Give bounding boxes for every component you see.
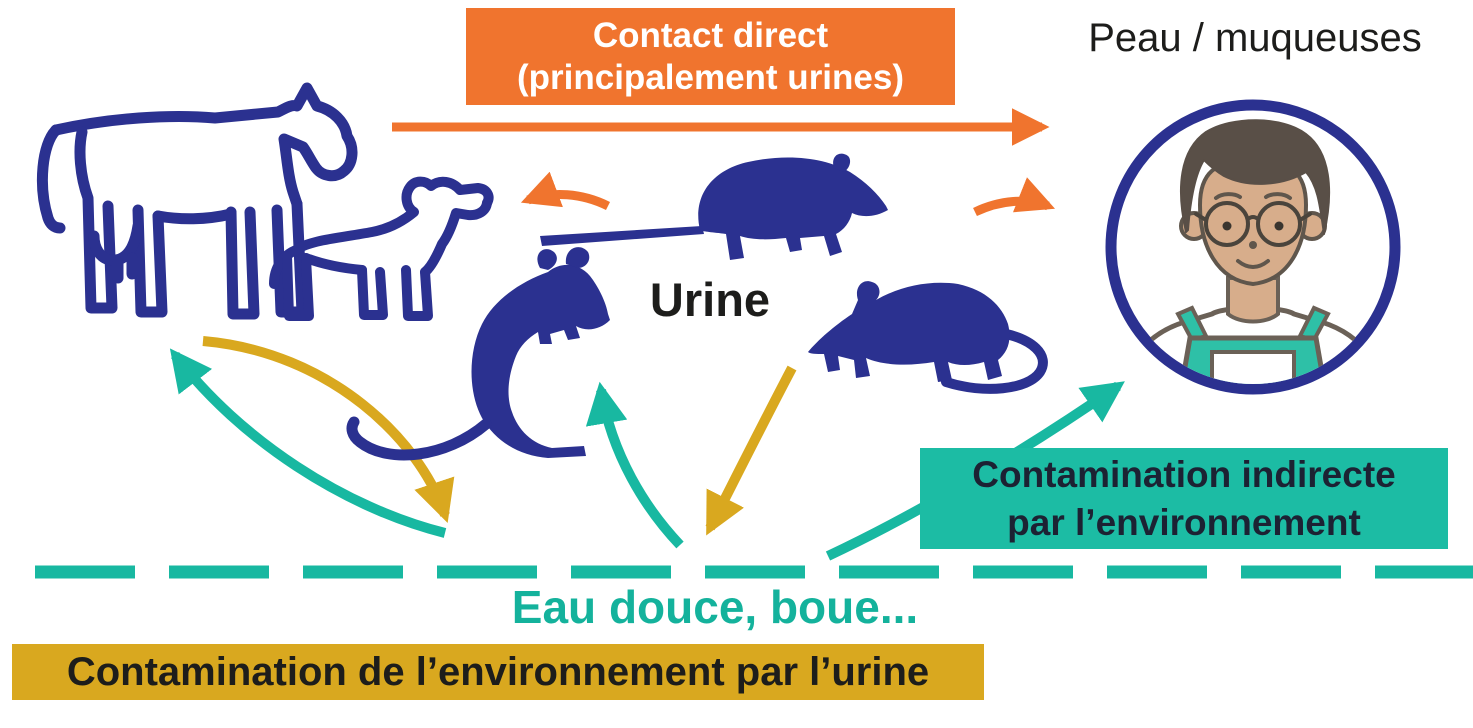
rat-crawling-icon [808,281,1048,394]
direct-contact-banner: Contact direct (principalement urines) [466,8,955,105]
rat-running-icon [540,153,888,260]
dog-icon [269,176,494,321]
rat-sitting-icon [346,247,610,461]
smile [1236,259,1270,269]
arrow-env-to-livestock-icon [169,348,447,538]
indirect-contamination-banner: Contamination indirecte par l’environnem… [920,448,1448,549]
direct-contact-line1: Contact direct [592,16,829,56]
urine-label: Urine [649,273,771,326]
indirect-line1: Contamination indirecte [972,454,1396,496]
arrow-livestock-urine-to-env-icon [202,336,455,523]
environment-contamination-text: Contamination de l’environnement par l’u… [66,649,930,694]
arrow-env-to-rat-icon [585,381,684,549]
direct-contact-line2: (principalement urines) [516,57,905,97]
arrow-rat-to-dog-icon [520,171,611,211]
skin-mucosa-label: Peau / muqueuses [1088,16,1422,60]
neck [1226,276,1280,324]
arrow-rat-urine-to-env-icon [705,365,797,536]
freshwater-mud-label: Eau douce, boue... [511,581,919,633]
environment-contamination-banner: Contamination de l’environnement par l’u… [12,644,984,700]
hair [1180,119,1331,235]
indirect-line2: par l’environnement [1007,501,1361,543]
human-avatar [1105,99,1401,395]
arrow-rat-to-human-icon [973,177,1056,217]
glasses-icon [1204,201,1250,247]
